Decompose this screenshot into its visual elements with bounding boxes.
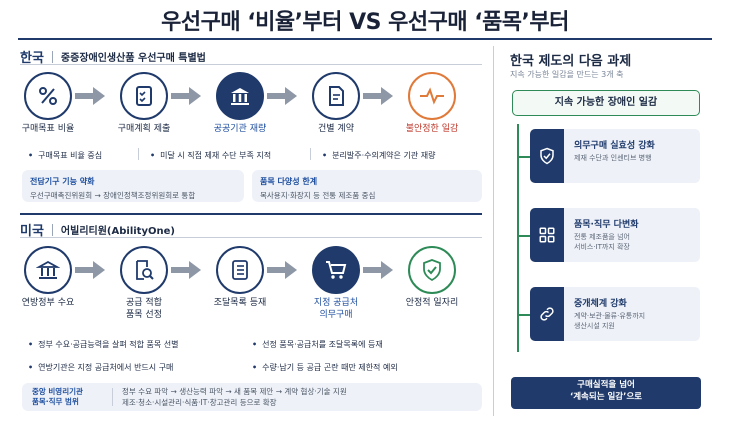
shopping-cart-icon [312, 246, 360, 294]
final-line-2: ‘계속되는 일감’으로 [570, 391, 642, 402]
korea-bullet-2: 미달 시 직접 제재 수단 부족 지적 [150, 150, 271, 161]
korea-infobox-agency-title: 전담기구 기능 약화 [30, 177, 95, 186]
institution-icon [216, 72, 264, 120]
goal-box: 지속 가능한 장애인 일감 [512, 90, 700, 116]
shield-check-icon [530, 129, 564, 183]
korea-step-2-label: 구매계획 제출 [117, 124, 171, 134]
korea-divider [20, 64, 482, 65]
title-divider [18, 38, 712, 40]
final-message-box: 구매실적을 넘어 ‘계속되는 일감’으로 [511, 377, 701, 409]
us-step-5: 안정적 일자리 [392, 246, 472, 310]
us-divider [20, 237, 482, 238]
korea-infobox-agency: 전담기구 기능 약화 우선구매촉진위원회 → 장애인정책조정위원회로 통합 [22, 170, 244, 202]
korea-step-2: 구매계획 제출 [104, 72, 184, 136]
procurement-list-icon [216, 246, 264, 294]
korea-step-3: 공공기관 재량 [200, 72, 280, 136]
us-step-1-label: 연방정부 수요 [21, 298, 75, 308]
task-1-title: 의무구매 실효성 강화 [574, 141, 655, 151]
korea-step-1-label: 구매목표 비율 [21, 124, 75, 134]
us-step-3-label: 조달목록 등재 [213, 298, 267, 308]
checklist-icon [120, 72, 168, 120]
section-divider [20, 213, 482, 215]
us-header: 미국 어빌리티원(AbilityOne) [20, 220, 175, 239]
us-program: 어빌리티원(AbilityOne) [60, 226, 175, 237]
shield-check-icon [408, 246, 456, 294]
final-line-1: 구매실적을 넘어 [577, 380, 635, 390]
percent-icon [24, 72, 72, 120]
right-panel-title: 한국 제도의 다음 과제 [510, 54, 632, 69]
korea-step-1: 구매목표 비율 [8, 72, 88, 136]
korea-infobox-variety-title: 품목 다양성 한계 [260, 177, 318, 186]
korea-infobox-variety-body: 복사용지·화장지 등 전통 제조품 중심 [260, 191, 376, 200]
korea-step-5: 불안정한 일감 [392, 72, 472, 136]
document-search-icon [120, 246, 168, 294]
korea-infobox-variety: 품목 다양성 한계 복사용지·화장지 등 전통 제조품 중심 [252, 170, 482, 202]
unstable-pulse-icon [408, 72, 456, 120]
grid-icon [530, 208, 564, 262]
task-1-body: 제재 수단과 인센티브 병행 [574, 154, 652, 162]
us-step-3: 조달목록 등재 [200, 246, 280, 310]
korea-bullet-1: 구매목표 비율 중심 [28, 150, 102, 161]
task-card-1: 의무구매 실효성 강화 제재 수단과 인센티브 병행 [530, 129, 700, 183]
us-bullet-1: 정부 수요·공급능력을 살펴 적합 품목 선별 [28, 339, 178, 350]
contract-icon [312, 72, 360, 120]
korea-step-4: 건별 계약 [296, 72, 376, 136]
us-bullet-3: 연방기관은 지정 공급처에서 반드시 구매 [28, 362, 173, 373]
link-icon [530, 287, 564, 341]
korea-step-5-label: 불안정한 일감 [405, 124, 459, 134]
korea-label: 한국 [20, 51, 44, 66]
timeline-line [517, 124, 519, 352]
task-2-title: 품목·직무 다변화 [574, 220, 639, 230]
task-3-title: 중개체계 강화 [574, 299, 627, 309]
us-step-1: 연방정부 수요 [8, 246, 88, 310]
korea-step-3-label: 공공기관 재량 [213, 124, 267, 134]
korea-header: 한국 중증장애인생산품 우선구매 특별법 [20, 47, 206, 66]
korea-infobox-agency-body: 우선구매촉진위원회 → 장애인정책조정위원회로 통합 [30, 191, 196, 200]
us-bullet-2: 선정 품목·공급처를 조달목록에 등재 [252, 339, 383, 350]
korea-step-4-label: 건별 계약 [318, 124, 354, 134]
right-panel-subtitle: 지속 가능한 일감을 만드는 3개 축 [510, 70, 624, 79]
korea-bullet-3: 분리발주·수의계약은 기관 재량 [322, 150, 435, 161]
panel-separator [493, 46, 494, 416]
page-title: 우선구매 ‘비율’부터 VS 우선구매 ‘품목’부터 [161, 10, 569, 35]
us-step-5-label: 안정적 일자리 [405, 298, 459, 308]
us-bullet-4: 수량·납기 등 공급 곤란 때만 제한적 예외 [252, 362, 398, 373]
korea-law: 중증장애인생산품 우선구매 특별법 [60, 53, 206, 64]
government-building-icon [24, 246, 72, 294]
us-label: 미국 [20, 224, 44, 239]
us-infobox-text: 정부 수요 파악 → 생산능력 파악 → 새 품목 제안 → 계약 협상·기술 … [122, 387, 347, 407]
